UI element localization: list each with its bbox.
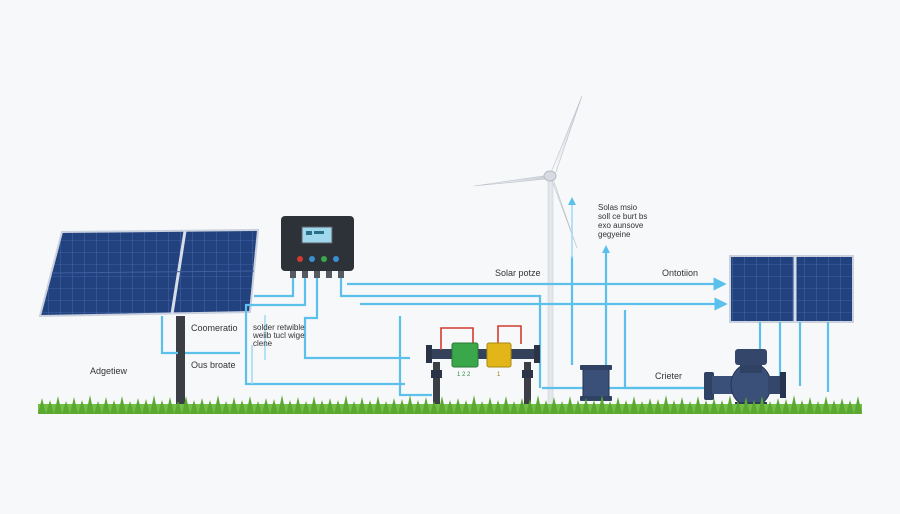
- red-wire: [440, 327, 474, 350]
- label-ous-broate: Ous broate: [191, 360, 236, 370]
- valve-small-label: 1 2 2: [457, 372, 471, 378]
- note-line-3: exo aunsove: [598, 221, 644, 230]
- solar-note-line-3: clene: [253, 339, 273, 348]
- label-commercial: Coomeratio: [191, 323, 238, 333]
- panel-mount-pole: [176, 316, 185, 412]
- note-line-4: gegyeine: [598, 230, 631, 239]
- wind-turbine: [473, 95, 583, 411]
- grass-ground: [38, 395, 862, 414]
- solar-note-line-1: solder retwible: [253, 323, 305, 332]
- pipe-manifold: [428, 349, 538, 359]
- solar-panel-icon: [38, 228, 260, 318]
- label-controller-right: Ontotiion: [662, 268, 699, 278]
- solar-panel-icon: [729, 255, 854, 323]
- wind-turbine-icon: [549, 95, 583, 176]
- valve-assembly: [426, 325, 540, 410]
- note-line-1: Solas msio: [598, 203, 638, 212]
- valve-small-label-2: 1: [497, 372, 501, 378]
- tank-icon: [582, 366, 610, 400]
- valve-icon: [451, 342, 479, 368]
- solar-note-line-2: weiib tucl wige: [253, 331, 305, 340]
- charge-controller: [281, 216, 354, 278]
- label-solar-pump: Solar potze: [495, 268, 541, 278]
- storage-tank: [580, 365, 612, 401]
- label-adgetiew: Adgetiew: [90, 366, 128, 376]
- note-line-2: soll ce burt bs: [598, 212, 648, 221]
- label-crieter: Crieter: [655, 371, 683, 381]
- left-solar-panel: [38, 228, 260, 412]
- right-solar-panel: [729, 255, 854, 323]
- water-pipes: [160, 251, 830, 397]
- valve-icon: [486, 342, 512, 368]
- water-pump: [704, 349, 786, 410]
- wind-turbine-tower: [547, 177, 554, 411]
